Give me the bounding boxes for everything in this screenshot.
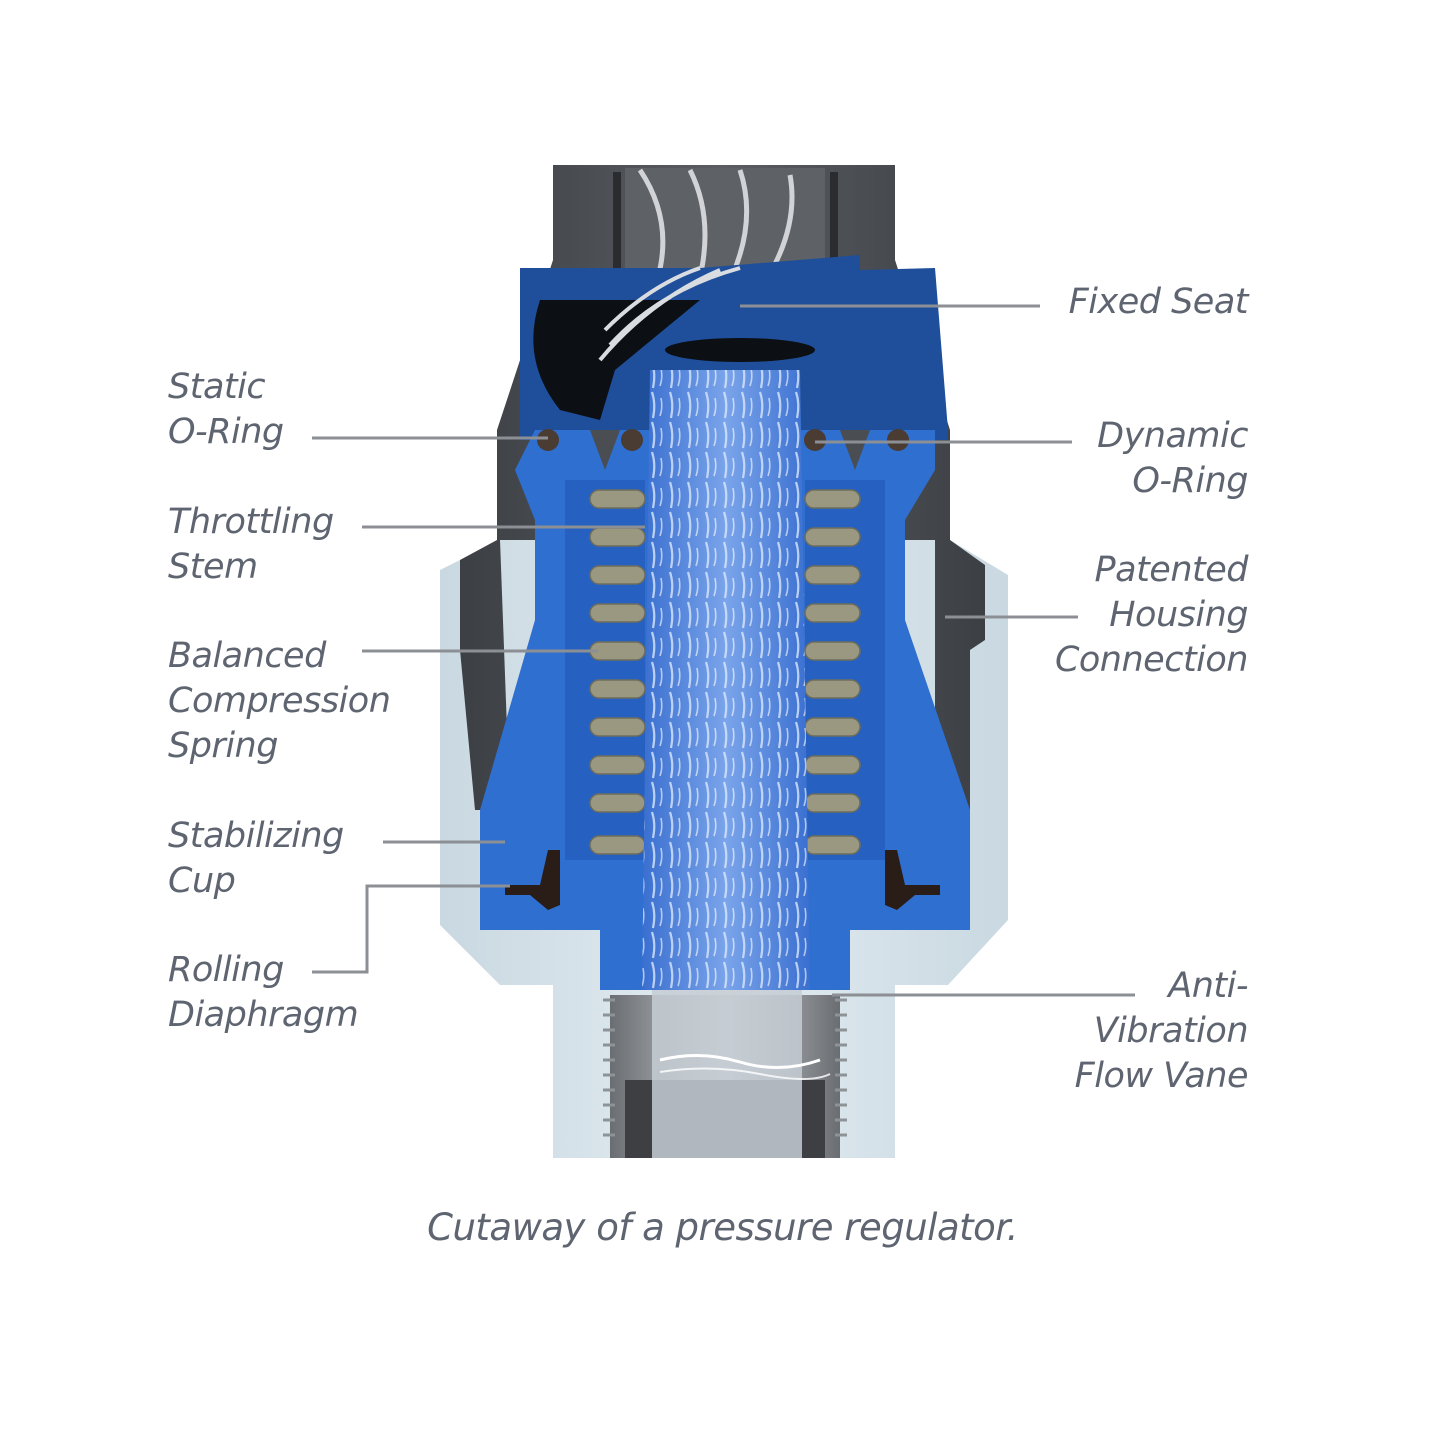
label-rolling-diaphragm: Rolling Diaphragm xyxy=(168,950,359,1035)
label-anti-vibration-flow-vane: Anti- Vibration Flow Vane xyxy=(1074,966,1249,1096)
label-balanced-compression-spring: Balanced Compression Spring xyxy=(168,636,391,766)
label-stabilizing-cup: Stabilizing Cup xyxy=(168,816,344,901)
water-flow xyxy=(642,370,810,990)
rolling-diaphragm xyxy=(505,850,940,910)
figure-caption: Cutaway of a pressure regulator. xyxy=(427,1206,1018,1249)
label-dynamic-o-ring: Dynamic O-Ring xyxy=(1097,416,1248,501)
label-patented-housing-connection: Patented Housing Connection xyxy=(1054,550,1249,680)
leader-lines xyxy=(312,304,1135,997)
label-throttling-stem: Throttling Stem xyxy=(168,502,334,587)
o-rings xyxy=(537,429,909,451)
label-fixed-seat: Fixed Seat xyxy=(1068,282,1249,322)
label-static-o-ring: Static O-Ring xyxy=(168,367,284,452)
fixed-seat xyxy=(520,255,948,440)
